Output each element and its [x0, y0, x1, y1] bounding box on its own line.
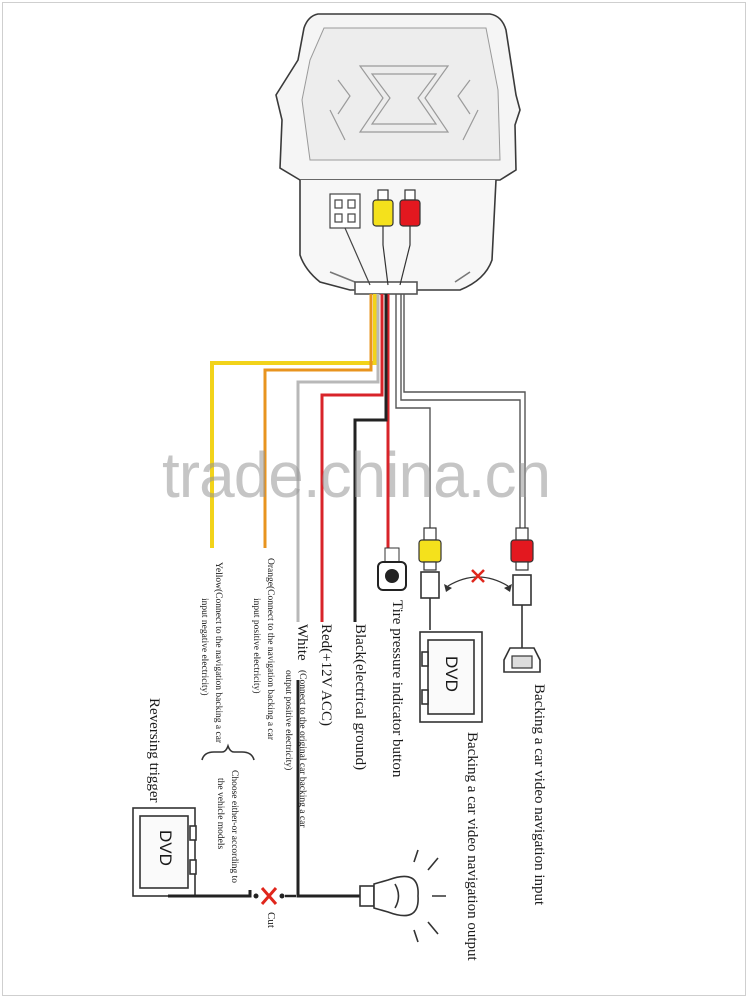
trigger-dvd-icon — [132, 807, 197, 897]
rca-yellow-jack — [418, 527, 442, 630]
swap-cut-icon — [444, 569, 512, 592]
dvd-label-output: DVD — [442, 656, 461, 692]
wire-red — [320, 294, 390, 622]
label-reversing-trigger: Reversing trigger — [146, 698, 162, 803]
label-cut: Cut — [265, 912, 277, 928]
label-choose-2: the vehicle models — [215, 778, 225, 850]
label-orange-wire-2: input positive electricity) — [251, 598, 261, 694]
wire-yellow — [210, 294, 377, 548]
lamp-icon — [359, 849, 446, 943]
trigger-wire — [168, 890, 252, 898]
label-yellow-wire-1: Yellow(Connect to the navigation backing… — [213, 562, 223, 744]
label-white-note-2: output positive electricity) — [283, 670, 293, 771]
wire-orange — [263, 294, 373, 548]
watermark: trade.china.cn — [162, 439, 551, 511]
wire-grey-rca — [395, 294, 526, 530]
label-yellow-wire-2: input negative electricity) — [199, 598, 209, 696]
label-backing-output: Backing a car video navigation output — [464, 732, 480, 961]
label-white-note-1: (Connect to the original car backing a c… — [297, 670, 307, 828]
push-button-icon — [377, 547, 407, 591]
label-black-wire: Black(electrical ground) — [352, 624, 368, 771]
camera-housing — [275, 13, 521, 295]
cut-x-icon — [253, 887, 296, 905]
pin-connector — [329, 193, 371, 286]
label-white-wire: White — [294, 624, 310, 661]
lamp-wire — [296, 680, 360, 898]
rca-red-jack — [503, 527, 541, 673]
rca-plug-red — [399, 189, 421, 286]
label-backing-input: Backing a car video navigation input — [531, 684, 547, 906]
wire-black — [353, 294, 388, 622]
label-orange-wire-1: Orange(Connect to the navigation backing… — [265, 558, 275, 741]
label-red-wire: Red(+12V ACC) — [318, 624, 334, 726]
rca-plug-yellow — [372, 189, 394, 286]
label-tire-button: Tire pressure indicator button — [389, 600, 405, 778]
brace — [201, 743, 255, 761]
label-choose-1: Choose either-or according to — [229, 770, 239, 883]
housing-logo — [329, 65, 479, 141]
wire-white — [296, 294, 380, 622]
dvd-unit-icon — [419, 631, 483, 723]
dvd-label-trigger: DVD — [156, 830, 175, 866]
